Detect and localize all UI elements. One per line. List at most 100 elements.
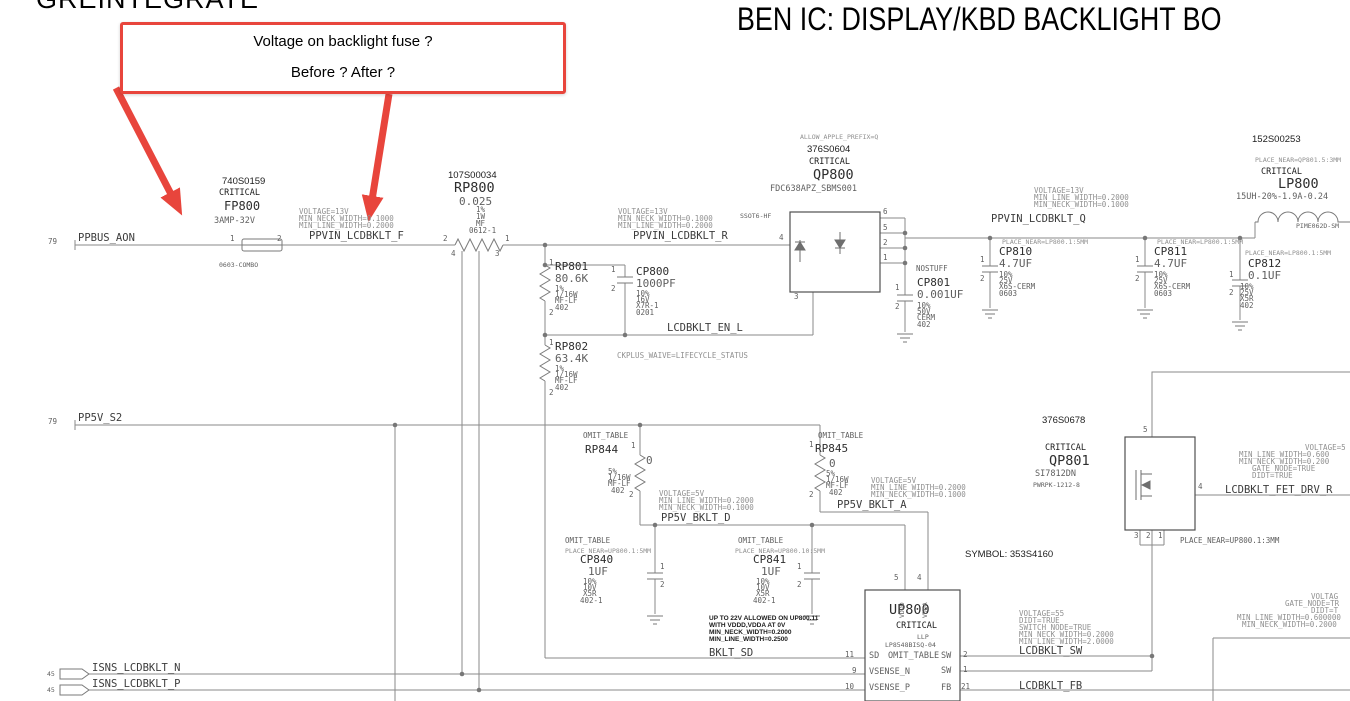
rp845-value: 0 bbox=[829, 457, 836, 470]
qp801-pin2: 2 bbox=[1146, 531, 1151, 540]
isns-p-label: ISNS_LCDBKLT_P bbox=[92, 678, 181, 690]
cp800-pin2: 2 bbox=[611, 284, 616, 293]
qp800-allow-prefix: ALLOW_APPLE_PREFIX=Q bbox=[800, 133, 879, 141]
page-title: BEN IC: DISPLAY/KBD BACKLIGHT BO bbox=[737, 1, 1222, 37]
cp800-dielectric: X7R-1 bbox=[636, 301, 659, 310]
rp844-refdes: RP844 bbox=[585, 443, 619, 456]
qp800-pin2: 2 bbox=[883, 238, 888, 247]
cp840-pin2: 2 bbox=[660, 580, 665, 589]
rp800-value: 0.025 bbox=[459, 195, 493, 208]
cp841-capacitor-symbol bbox=[804, 572, 820, 580]
pp5v-bklt-a-attr2: MIN_LINE_WIDTH=0.2000 bbox=[871, 483, 966, 492]
up800-note3: MIN_NECK_WIDTH=0.2000 bbox=[709, 629, 792, 636]
ppvin-f-attr3: MIN_LINE_WIDTH=0.2000 bbox=[299, 221, 394, 230]
rp802-pin2: 2 bbox=[549, 388, 554, 397]
cp841-pin2: 2 bbox=[797, 580, 802, 589]
qp800-package: SSOT6-HF bbox=[740, 212, 772, 220]
cp840-refdes: CP840 bbox=[580, 553, 614, 566]
cp810-capacitor-symbol bbox=[982, 265, 998, 273]
cp800-value: 1000PF bbox=[636, 277, 676, 290]
fp800-critical: CRITICAL bbox=[219, 188, 260, 198]
lcdbklt-sw-attr3: SWITCH_NODE=TRUE bbox=[1019, 623, 1092, 632]
qp801-pin3: 3 bbox=[1134, 531, 1139, 540]
annotation-arrow-left bbox=[112, 86, 183, 216]
rp845-refdes: RP845 bbox=[815, 442, 849, 455]
cp841-tolerance: 10% bbox=[756, 577, 770, 586]
fet-drv-r-attr5: DIDT=TRUE bbox=[1252, 471, 1293, 480]
rp801-type: MF-LF bbox=[555, 296, 578, 305]
isns-n-pin: 45 bbox=[47, 670, 55, 678]
qp800-pin6: 6 bbox=[883, 207, 888, 216]
cp800-voltage: 16V bbox=[636, 295, 650, 304]
ground-symbol bbox=[1232, 321, 1248, 331]
rp802-pin1: 1 bbox=[549, 338, 554, 347]
rp801-tolerance: 1% bbox=[555, 284, 565, 293]
lp800-package: PIME062D-SM bbox=[1296, 222, 1340, 230]
rp845-pin2: 2 bbox=[809, 490, 814, 499]
up800-note4: MIN_LINE_WIDTH=0.2500 bbox=[709, 636, 788, 643]
fp800-refdes: FP800 bbox=[224, 199, 261, 213]
rp800-pin3: 3 bbox=[495, 249, 500, 258]
annotation-arrow-right bbox=[361, 93, 393, 222]
qp800-fet-glyph bbox=[794, 232, 846, 262]
lp800-value: 15UH-20%-1.9A-0.24 bbox=[1236, 192, 1329, 202]
cp841-refdes: CP841 bbox=[753, 553, 787, 566]
rp802-package: 402 bbox=[555, 383, 569, 392]
qp800-pin1: 1 bbox=[883, 253, 888, 262]
up800-pin-sd: SD bbox=[869, 651, 880, 661]
pp5v-bklt-a-label: PP5V_BKLT_A bbox=[837, 499, 907, 511]
annotation-line1: Voltage on backlight fuse ? bbox=[253, 33, 433, 50]
up800-pin2-number: 2 bbox=[963, 650, 968, 659]
lcdbklt-en-l-label: LCDBKLT_EN_L bbox=[667, 322, 743, 334]
cp811-pin2: 2 bbox=[1135, 274, 1140, 283]
rp800-power: 1W bbox=[476, 212, 486, 221]
cp800-tolerance: 10% bbox=[636, 289, 650, 298]
qp801-body bbox=[1124, 436, 1196, 531]
fet-drv-r-attr4: GATE_NODE=TRUE bbox=[1252, 464, 1316, 473]
ppvin-f-attr1: VOLTAGE=13V bbox=[299, 207, 349, 216]
isns-p-connector-symbol bbox=[59, 684, 90, 696]
rp844-pin2: 2 bbox=[629, 490, 634, 499]
qp801-package: PWRPK-1212-8 bbox=[1033, 481, 1080, 489]
qp801-part-number: 376S0678 bbox=[1042, 415, 1086, 426]
cp841-value: 1UF bbox=[761, 565, 781, 578]
up800-note1: UP TO 22V ALLOWED ON UP800.11 bbox=[709, 615, 819, 622]
cp810-voltage: 25V bbox=[999, 276, 1013, 285]
ground-symbol bbox=[804, 615, 820, 625]
ppvin-q-attr2: MIN_LINE_WIDTH=0.2000 bbox=[1034, 193, 1129, 202]
rp844-pin1: 1 bbox=[631, 441, 636, 450]
annotation-line2: Before ? After ? bbox=[290, 64, 396, 81]
bklt-sd-label: BKLT_SD bbox=[709, 647, 754, 659]
qp800-pin5: 5 bbox=[883, 223, 888, 232]
qp801-fet-glyph bbox=[1135, 470, 1152, 500]
fet-drv-l-attr2: GATE_NODE=TR bbox=[1285, 599, 1340, 608]
up800-pin-vddd: VDDD bbox=[898, 602, 906, 618]
fet-drv-l-attr5: MIN_NECK_WIDTH=0.2000 bbox=[1242, 620, 1337, 629]
rp845-power: 1/16W bbox=[826, 475, 849, 484]
annotation-arrows bbox=[112, 86, 393, 222]
cp812-refdes: CP812 bbox=[1248, 257, 1282, 270]
rp800-part-number: 107S00034 bbox=[448, 170, 497, 181]
pp5v-bklt-d-attr2: MIN_LINE_WIDTH=0.2000 bbox=[659, 496, 754, 505]
rp801-value: 80.6K bbox=[555, 272, 589, 285]
rp844-package: 402 bbox=[611, 486, 625, 495]
cp812-dielectric: X5R bbox=[1240, 294, 1254, 303]
cp810-pin1: 1 bbox=[980, 255, 985, 264]
cp812-pin1: 1 bbox=[1229, 270, 1234, 279]
symbol-note: SYMBOL: 353S4160 bbox=[965, 549, 1054, 560]
fet-drv-r-attr1: VOLTAGE=5 bbox=[1305, 443, 1346, 452]
cp801-dielectric: CERM bbox=[917, 313, 936, 322]
pp5v-bklt-a-attr1: VOLTAGE=5V bbox=[871, 476, 917, 485]
qp800-value: FDC638APZ_SBMS001 bbox=[770, 184, 857, 194]
lp800-part-number: 152S00253 bbox=[1252, 134, 1301, 145]
ppvin-q-label: PPVIN_LCDBKLT_Q bbox=[991, 213, 1086, 225]
rp800-pin1: 1 bbox=[505, 234, 510, 243]
rp844-value: 0 bbox=[646, 454, 653, 467]
qp800-critical: CRITICAL bbox=[809, 157, 850, 167]
fet-glyphs bbox=[794, 232, 1152, 500]
cp841-dielectric: X5R bbox=[756, 589, 770, 598]
ground-symbol bbox=[1137, 309, 1153, 319]
ic-boxes bbox=[789, 211, 1196, 701]
